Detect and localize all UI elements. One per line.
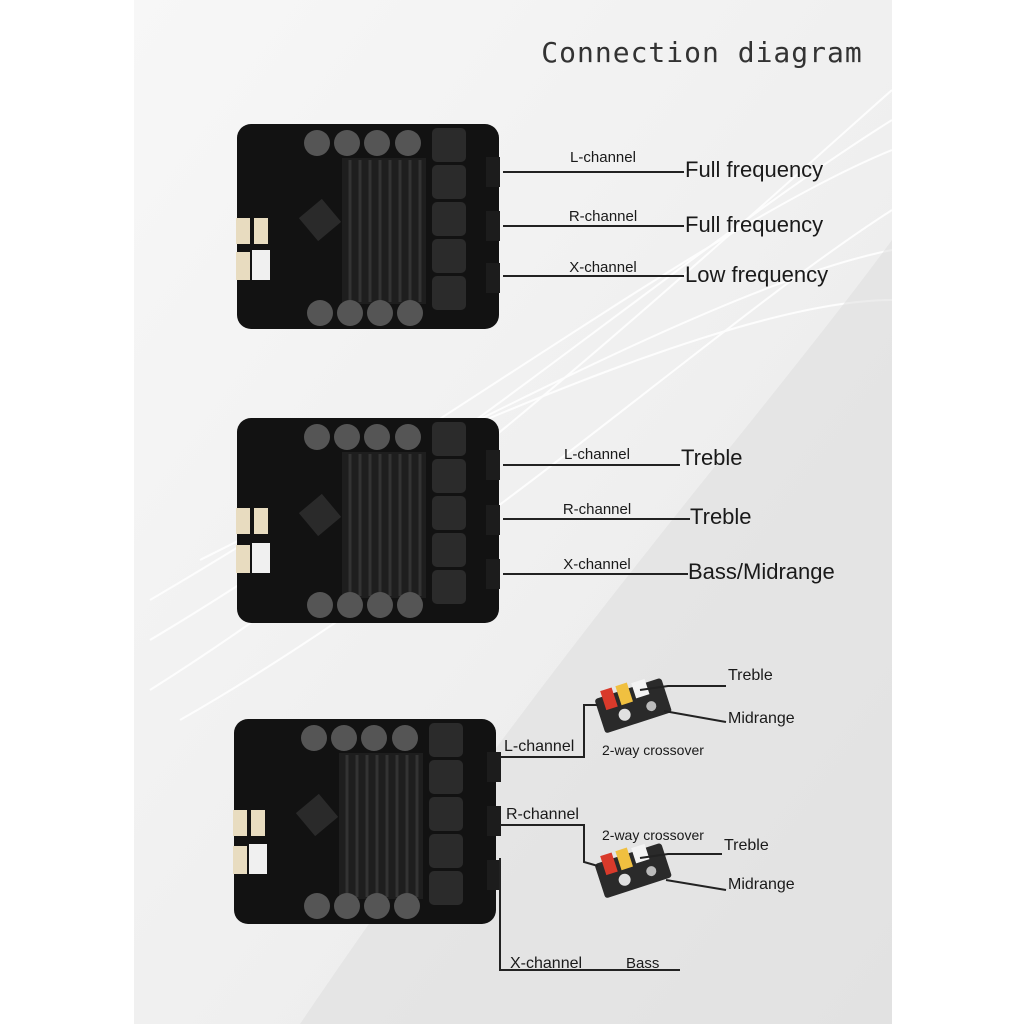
crossover-1-midrange: Midrange	[728, 710, 795, 727]
d2-r-channel-label: R-channel	[563, 501, 631, 518]
d1-r-channel-label: R-channel	[569, 208, 637, 225]
d1-output-2: Full frequency	[685, 212, 823, 237]
crossover-2-treble: Treble	[724, 837, 769, 854]
d2-l-channel-label: L-channel	[564, 446, 630, 463]
amplifier-board-3	[233, 719, 501, 924]
crossover-2-midrange: Midrange	[728, 876, 795, 893]
d2-output-2: Treble	[690, 504, 752, 529]
crossover-1-label: 2-way crossover	[602, 742, 704, 758]
crossover-2-label: 2-way crossover	[602, 827, 704, 843]
d2-x-channel-label: X-channel	[563, 556, 631, 573]
d1-output-3: Low frequency	[685, 262, 828, 287]
d3-x-channel-label: X-channel	[510, 955, 582, 972]
d3-r-channel-label: R-channel	[506, 806, 579, 823]
amplifier-board-1	[236, 124, 500, 329]
page-title: Connection diagram	[541, 36, 862, 69]
d1-x-channel-label: X-channel	[569, 259, 637, 276]
d3-l-channel-label: L-channel	[504, 738, 574, 755]
crossover-1-treble: Treble	[728, 667, 773, 684]
bass-output-label: Bass	[626, 955, 659, 972]
d1-l-channel-label: L-channel	[570, 149, 636, 166]
d2-output-1: Treble	[681, 445, 743, 470]
d2-output-3: Bass/Midrange	[688, 559, 835, 584]
amplifier-board-2	[236, 418, 500, 623]
d1-output-1: Full frequency	[685, 157, 823, 182]
